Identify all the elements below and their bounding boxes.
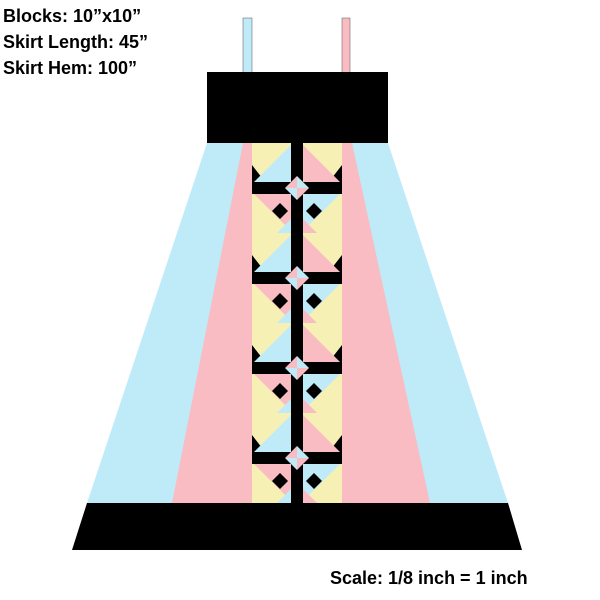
- triangle: [253, 283, 291, 321]
- triangle: [303, 283, 341, 321]
- center-diamond-piece: [285, 188, 297, 200]
- triangle: [253, 235, 291, 273]
- skirt-length-label: Skirt Length: 45”: [3, 32, 149, 52]
- quilt-block: [252, 323, 342, 413]
- hem-band: [72, 503, 522, 550]
- center-diamond-piece: [285, 356, 297, 368]
- triangle: [277, 309, 291, 323]
- small-diamond: [272, 293, 288, 309]
- quilt-block-column: [252, 143, 342, 503]
- small-diamond: [272, 203, 288, 219]
- center-diamond-piece: [297, 356, 309, 368]
- triangle: [253, 373, 291, 411]
- skirt-right-pink-panel: [342, 143, 430, 503]
- skirt-hem-label: Skirt Hem: 100”: [3, 58, 138, 78]
- small-diamond: [306, 473, 322, 489]
- left-strap: [242, 17, 253, 74]
- triangle: [277, 219, 291, 233]
- triangle: [277, 489, 291, 503]
- right-strap: [341, 17, 351, 74]
- center-diamond-piece: [297, 458, 309, 470]
- small-diamond: [306, 203, 322, 219]
- skirt-left-pink-panel: [172, 143, 252, 503]
- center-diamond-piece: [297, 266, 309, 278]
- triangle: [303, 235, 341, 273]
- quilt-block: [252, 413, 342, 503]
- center-diamond-piece: [297, 368, 309, 380]
- small-diamond: [272, 383, 288, 399]
- center-diamond-piece: [285, 176, 297, 188]
- triangle: [303, 399, 317, 413]
- triangle: [303, 309, 317, 323]
- quilt-block: [252, 143, 342, 233]
- triangle: [253, 145, 291, 183]
- triangle: [303, 219, 317, 233]
- blocks-label: Blocks: 10”x10”: [3, 6, 142, 26]
- center-diamond-piece: [285, 278, 297, 290]
- triangle: [303, 489, 317, 503]
- small-diamond: [306, 293, 322, 309]
- triangle: [253, 415, 291, 453]
- center-diamond-piece: [285, 458, 297, 470]
- center-diamond-piece: [285, 368, 297, 380]
- triangle: [303, 463, 341, 501]
- triangle: [303, 325, 341, 363]
- center-diamond-piece: [285, 266, 297, 278]
- center-diamond-piece: [297, 188, 309, 200]
- triangle: [253, 463, 291, 501]
- quilt-block: [252, 233, 342, 323]
- small-diamond: [306, 383, 322, 399]
- triangle: [277, 399, 291, 413]
- triangle: [253, 325, 291, 363]
- triangle: [303, 373, 341, 411]
- small-diamond: [272, 473, 288, 489]
- triangle: [303, 415, 341, 453]
- triangle: [303, 193, 341, 231]
- triangle: [253, 193, 291, 231]
- center-diamond-piece: [297, 446, 309, 458]
- waistband: [207, 72, 388, 143]
- center-diamond-piece: [297, 278, 309, 290]
- center-diamond-piece: [285, 446, 297, 458]
- triangle: [303, 145, 341, 183]
- scale-label: Scale: 1/8 inch = 1 inch: [330, 568, 528, 588]
- center-diamond-piece: [297, 176, 309, 188]
